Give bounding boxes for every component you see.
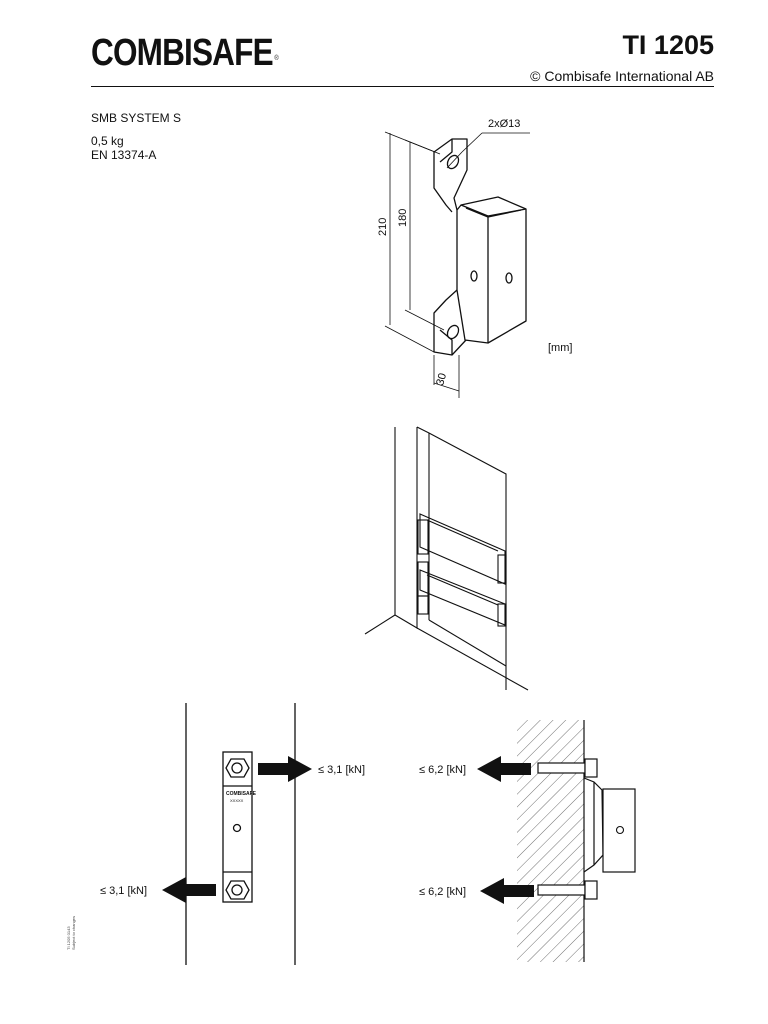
registered-mark: ® xyxy=(274,55,278,62)
bottom-bolt-head xyxy=(225,880,250,900)
product-standard: EN 13374-A xyxy=(91,148,157,162)
load-arrow-right xyxy=(258,756,312,782)
load-label-side-top: ≤ 6,2 [kN] xyxy=(419,764,466,776)
logo-text: COMBISAFE xyxy=(91,32,274,74)
side-note-line2: Subject to changes xyxy=(71,915,76,950)
load-label-side-bottom: ≤ 6,2 [kN] xyxy=(419,886,466,898)
load-arrow-left xyxy=(162,877,216,903)
total-height-dimension: 210 xyxy=(377,218,389,236)
load-label-front-top: ≤ 3,1 [kN] xyxy=(318,764,365,776)
header-divider xyxy=(91,86,714,87)
product-weight: 0,5 kg xyxy=(91,134,124,148)
bracket-brand: COMBISAFE xyxy=(226,791,257,797)
width-dimension: 30 xyxy=(434,372,449,387)
bracket-code: XXXXX xyxy=(230,798,244,803)
load-arrow-side-top xyxy=(477,756,531,782)
holes-dimension: 2xØ13 xyxy=(488,118,520,130)
load-label-front-bottom: ≤ 3,1 [kN] xyxy=(100,885,147,897)
wall-hatch xyxy=(517,720,584,962)
top-bolt-head xyxy=(225,758,250,778)
side-note: TI 1205 0143 Subject to changes xyxy=(66,916,76,950)
copyright-notice: © Combisafe International AB xyxy=(530,68,714,84)
inner-height-dimension: 180 xyxy=(397,209,409,227)
unit-label: [mm] xyxy=(548,342,572,354)
document-id: TI 1205 xyxy=(622,30,714,60)
company-logo: COMBISAFE® xyxy=(91,30,279,76)
load-arrow-side-bottom xyxy=(480,878,534,904)
product-name: SMB SYSTEM S xyxy=(91,111,182,125)
